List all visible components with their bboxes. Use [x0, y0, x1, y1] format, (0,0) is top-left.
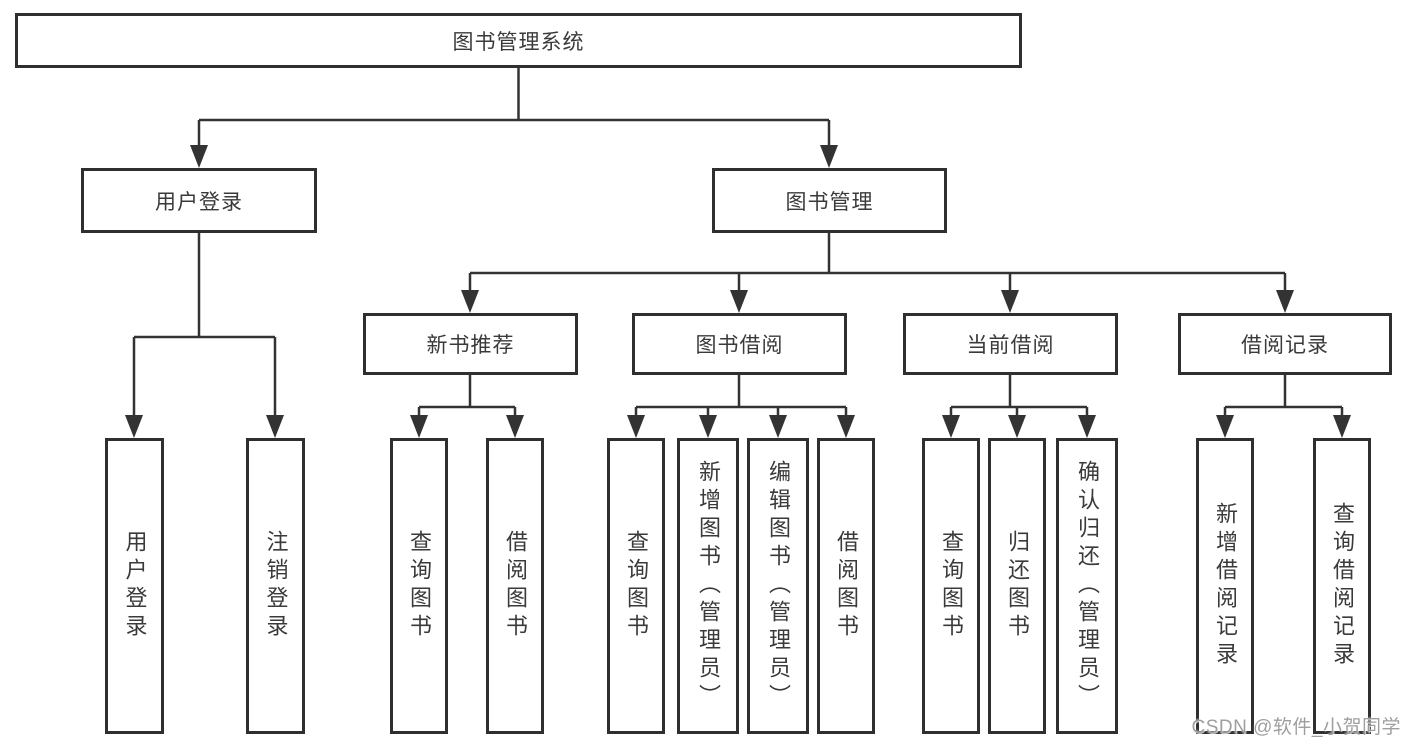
leaf-search-books-recommend-label: 查询图书: [407, 530, 432, 642]
leaf-logout-label: 注销登录: [263, 530, 289, 642]
node-root: 图书管理系统: [15, 13, 1022, 68]
leaf-logout: 注销登录: [246, 438, 305, 734]
leaf-confirm-return-admin-label: 确认归还（管理员）: [1075, 460, 1100, 712]
node-user-login-label: 用户登录: [155, 190, 243, 214]
node-book-borrow: 图书借阅: [632, 313, 847, 375]
leaf-borrow-books-label: 借阅图书: [834, 530, 859, 642]
leaf-edit-book-admin: 编辑图书（管理员）: [747, 438, 809, 734]
node-current-borrow-label: 当前借阅: [966, 334, 1055, 357]
node-borrow-records: 借阅记录: [1178, 313, 1392, 375]
node-book-borrow-label: 图书借阅: [695, 334, 784, 357]
node-book-management-label: 图书管理: [785, 190, 874, 214]
leaf-add-borrow-record: 新增借阅记录: [1196, 438, 1254, 734]
node-user-login: 用户登录: [81, 168, 317, 233]
node-new-book-recommend: 新书推荐: [363, 313, 578, 375]
node-new-book-recommend-label: 新书推荐: [426, 334, 515, 357]
leaf-search-borrow-record: 查询借阅记录: [1313, 438, 1371, 734]
leaf-search-borrow-record-label: 查询借阅记录: [1330, 502, 1355, 670]
leaf-confirm-return-admin: 确认归还（管理员）: [1056, 438, 1118, 734]
watermark: CSDN @软件_小贺同学: [1191, 717, 1401, 738]
leaf-return-books-label: 归还图书: [1005, 530, 1030, 642]
leaf-edit-book-admin-label: 编辑图书（管理员）: [766, 460, 791, 712]
leaf-search-books-current-label: 查询图书: [939, 530, 964, 642]
node-borrow-records-label: 借阅记录: [1241, 334, 1329, 357]
leaf-add-book-admin: 新增图书（管理员）: [677, 438, 739, 734]
leaf-borrow-books-recommend-label: 借阅图书: [503, 530, 528, 642]
leaf-search-books-borrow-label: 查询图书: [624, 530, 649, 642]
node-current-borrow: 当前借阅: [903, 313, 1118, 375]
leaf-add-borrow-record-label: 新增借阅记录: [1213, 502, 1238, 670]
leaf-search-books-recommend: 查询图书: [390, 438, 448, 734]
leaf-user-login: 用户登录: [105, 438, 164, 734]
leaf-borrow-books-recommend: 借阅图书: [486, 438, 544, 734]
leaf-add-book-admin-label: 新增图书（管理员）: [696, 460, 721, 712]
leaf-borrow-books: 借阅图书: [817, 438, 875, 734]
node-root-label: 图书管理系统: [452, 30, 585, 54]
leaf-return-books: 归还图书: [988, 438, 1046, 734]
leaf-search-books-borrow: 查询图书: [607, 438, 665, 734]
leaf-user-login-label: 用户登录: [122, 530, 148, 642]
node-book-management: 图书管理: [712, 168, 947, 233]
leaf-search-books-current: 查询图书: [922, 438, 980, 734]
